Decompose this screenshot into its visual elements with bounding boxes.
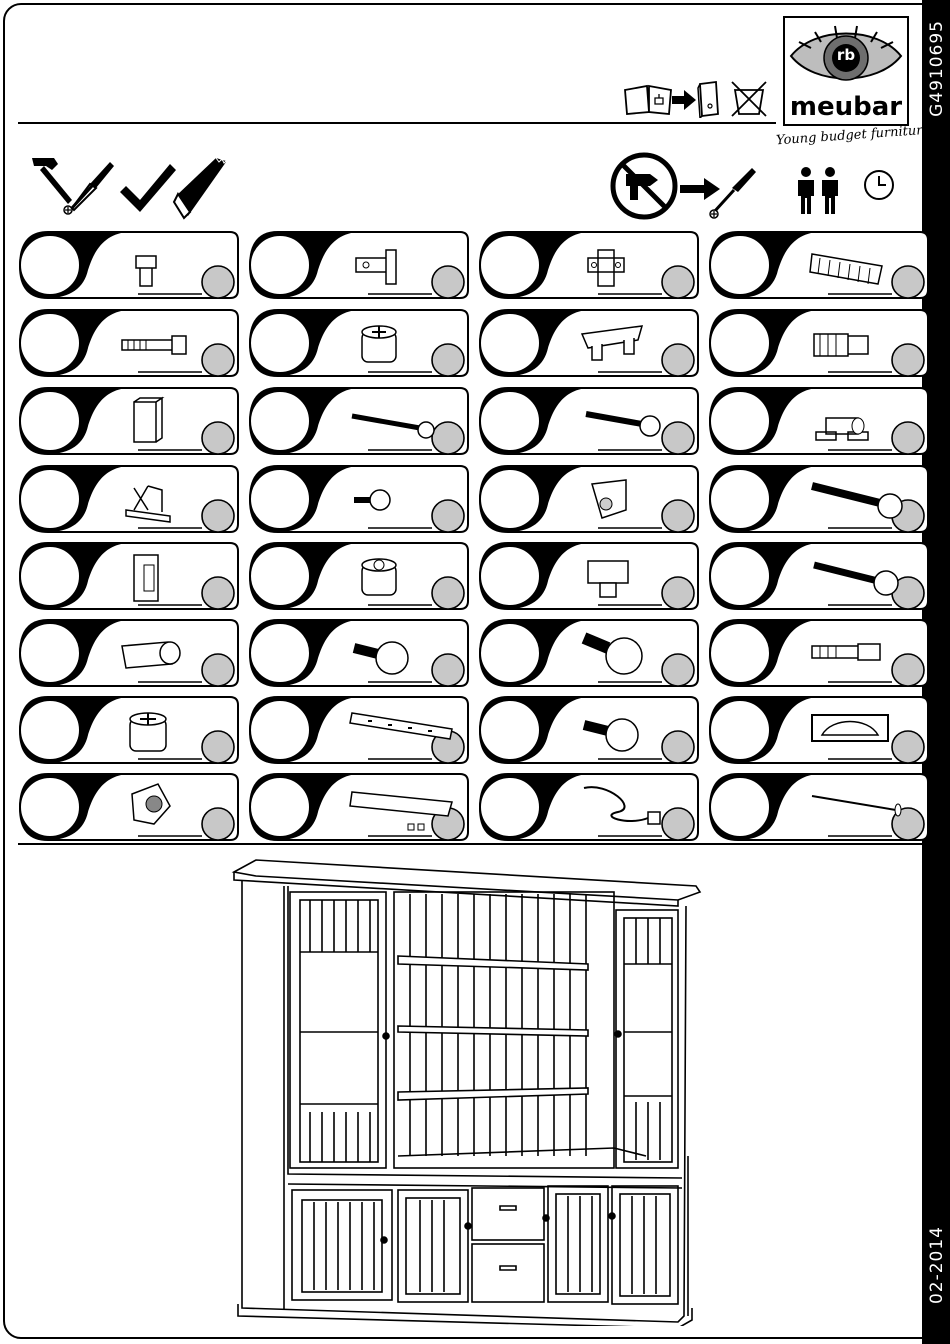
header-divider [18,122,776,124]
square-tube-icon [134,398,162,442]
parts-divider [18,843,928,845]
part-tile [708,695,930,765]
arrow-right-icon [672,90,696,110]
cup-handle-icon [812,715,888,741]
part-tile [708,386,930,456]
part-tile [248,541,470,611]
binder-icon [696,80,722,118]
part-tile [478,618,700,688]
part-tile [18,464,240,534]
cam-lock-icon [362,326,396,362]
part-tile [708,464,930,534]
cam-bolt-icon [812,644,880,660]
part-tile [18,618,240,688]
two-persons-icon [794,166,842,216]
part-tile [18,541,240,611]
screwdriver-icon [706,164,758,220]
part-tile [708,230,930,300]
part-tile [248,230,470,300]
expansion-plug-icon [814,334,868,356]
spacer-sleeve-icon [122,642,180,668]
part-tile [708,772,930,842]
part-tile [478,386,700,456]
no-power-drill-icon [610,152,678,220]
saw-icon [172,156,230,220]
part-tile [708,541,930,611]
cam-lock-icon [130,713,166,751]
no-washing-icon [730,80,768,118]
part-tile [478,695,700,765]
parts-grid [18,230,918,840]
part-tile [708,308,930,378]
date-code: 02-2014 [927,1226,947,1304]
logo-monogram: rb [835,46,857,64]
brand-name: meubar [785,92,907,122]
part-tile [18,695,240,765]
part-tile [248,772,470,842]
part-tile [18,308,240,378]
part-tile [18,772,240,842]
part-tile [18,230,240,300]
part-tile [478,308,700,378]
screwdriver-icon [66,158,116,216]
part-tile [248,695,470,765]
bookcase-illustration [226,856,704,1326]
part-tile [248,386,470,456]
square-ruler-icon [118,160,178,216]
part-tile [708,618,930,688]
cam-lock-icon [362,559,396,595]
part-tile [478,541,700,611]
clock-icon [862,168,896,202]
part-tile [248,308,470,378]
part-tile [478,464,700,534]
part-tile [478,230,700,300]
part-tile [18,386,240,456]
part-tile [478,772,700,842]
part-tile [248,618,470,688]
part-tile [248,464,470,534]
magnetic-catch-icon [134,555,158,601]
manual-icon [623,84,675,116]
product-code: G4910695 [927,20,947,117]
brand-logo: rb meubar [783,16,909,126]
